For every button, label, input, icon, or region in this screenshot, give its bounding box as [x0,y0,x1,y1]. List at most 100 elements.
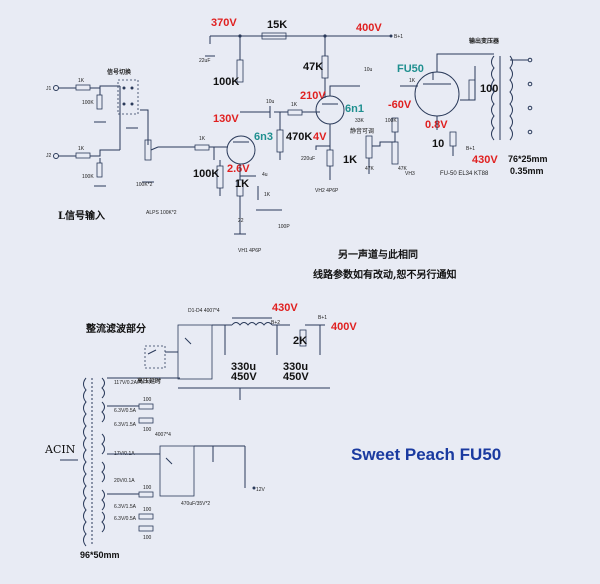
svg-text:FU-50 EL34 KT88: FU-50 EL34 KT88 [440,171,489,177]
svg-text:D1-D4 4007*4: D1-D4 4007*4 [188,308,220,314]
svg-text:470uF/35V*2: 470uF/35V*2 [181,501,210,507]
tube-6n3-label: 6n3 [254,131,273,143]
tube-fu50-label: FU50 [397,63,424,75]
stage-fu50: -60V 100K 33K 静音可调 47K 47K 1K FU50 0.8V … [350,53,498,177]
svg-text:1K: 1K [291,102,298,108]
signal-switch-label: 信号切换 [107,68,132,76]
schematic-title: Sweet Peach FU50 [351,445,501,464]
cap-450v-2: 450V [283,371,309,383]
svg-text:4u: 4u [262,172,268,178]
input-jack-1[interactable] [53,85,59,91]
input-resistor-100k-b [96,162,103,178]
svg-text:J1: J1 [46,86,52,92]
ot-secondary [509,55,513,141]
hv-delay-label: 高压延时 [137,377,161,385]
speaker-tap-2[interactable] [527,81,533,87]
resistor-2k: 2K [293,335,307,347]
output-transformer-label: 输出变压器 [469,37,500,45]
svg-text:100: 100 [143,427,152,433]
svg-text:10u: 10u [266,99,275,105]
input-resistor-1k-a [75,84,91,91]
svg-text:100: 100 [143,397,152,403]
svg-text:20V/0.1A: 20V/0.1A [114,478,135,484]
hv-delay-switch[interactable] [144,345,166,369]
svg-text:47K: 47K [365,166,375,172]
ot-dims-1: 76*25mm [508,154,548,164]
svg-text:100K*2: 100K*2 [136,182,153,188]
svg-text:47K: 47K [398,166,408,172]
svg-text:6.3V/1.5A: 6.3V/1.5A [114,504,137,510]
svg-text:100P: 100P [278,224,290,230]
tube-6n3 [226,135,256,165]
voltage-4v: 4V [313,131,327,143]
svg-text:6.3V/0.5A: 6.3V/0.5A [114,516,137,522]
grid-resistor-1k [194,144,210,151]
power-transformer-secondaries [101,377,105,533]
svg-text:B+1: B+1 [466,146,475,152]
ot-dims-2: 0.35mm [510,166,544,176]
ot-primary [491,55,495,141]
resistor-470k: 470K [286,131,312,143]
svg-text:1K: 1K [199,136,206,142]
svg-text:100: 100 [143,535,152,541]
svg-text:VH3: VH3 [405,171,415,177]
svg-text:22uF: 22uF [199,58,210,64]
svg-text:1K: 1K [78,146,85,152]
svg-text:1K: 1K [409,78,416,84]
bias-pot-1[interactable] [365,135,373,159]
cap-450v-1: 450V [231,371,257,383]
grid-resistor-470k [276,129,284,153]
svg-text:100: 100 [143,507,152,513]
resistor-100k-b: 100K [193,168,219,180]
resistor-47k: 47K [303,61,323,73]
input-section: J1 J2 1K 100K 1K 100K 信号切换 ALPS 100K*2 1… [46,68,177,222]
speaker-tap-3[interactable] [527,105,533,111]
resistor-100k-a: 100K [213,76,239,88]
cap-330u-1: 330u [231,361,256,373]
svg-text:220uF: 220uF [301,156,315,162]
voltage-400v-b: 400V [331,321,357,333]
signal-switch[interactable] [117,79,139,115]
svg-text:B+2: B+2 [271,320,280,326]
ptx-dims: 96*50mm [80,550,120,560]
resistor-10: 10 [432,138,444,150]
svg-text:100K: 100K [82,100,94,106]
power-transformer-primary [83,377,87,547]
voltage-430v-b: 430V [272,302,298,314]
svg-text:VH1 4P6P: VH1 4P6P [238,248,262,254]
input-jack-2[interactable] [53,153,59,159]
tube-fu50 [414,71,460,117]
tube-6n1 [315,95,345,125]
speaker-tap-4[interactable] [527,129,533,135]
svg-text:100K: 100K [385,118,397,124]
voltage-400v-a: 400V [356,22,382,34]
svg-text:4007*4: 4007*4 [155,432,171,438]
voltage-130v: 130V [213,113,239,125]
svg-text:1K: 1K [78,78,85,84]
stage-6n3: 1K 6n3 370V 22uF 100K 130V 10u 1K 470K 2… [158,17,340,254]
input-resistor-1k-b [75,152,91,159]
cap-330u-2: 330u [283,361,308,373]
svg-text:100K: 100K [82,174,94,180]
svg-text:J2: J2 [46,153,52,159]
svg-text:6.3V/0.5A: 6.3V/0.5A [114,408,137,414]
pot-label: ALPS 100K*2 [146,210,177,216]
resistor-15k: 15K [267,19,287,31]
resistor-100: 100 [480,83,498,95]
resistor-1k-a: 1K [235,178,249,190]
svg-text:VH2 4P6P: VH2 4P6P [315,188,339,194]
note-line-1: 另一声道与此相同 [338,248,418,261]
note-line-2: 线路参数如有改动,恕不另行通知 [313,268,456,281]
dropping-resistor-15k [261,32,287,40]
voltage-2-6v: 2.6V [227,163,250,175]
voltage-neg60v: -60V [388,99,412,111]
speaker-tap-1[interactable] [527,57,533,63]
svg-text:117V/0.2A: 117V/0.2A [114,380,138,386]
input-resistor-100k-a [96,94,103,110]
input-label: L信号输入 [58,209,105,222]
bias-adjust-label: 静音可调 [350,127,374,135]
voltage-430v-a: 430V [472,154,498,166]
bias-pot-2[interactable] [391,141,399,165]
svg-text:100: 100 [143,485,152,491]
